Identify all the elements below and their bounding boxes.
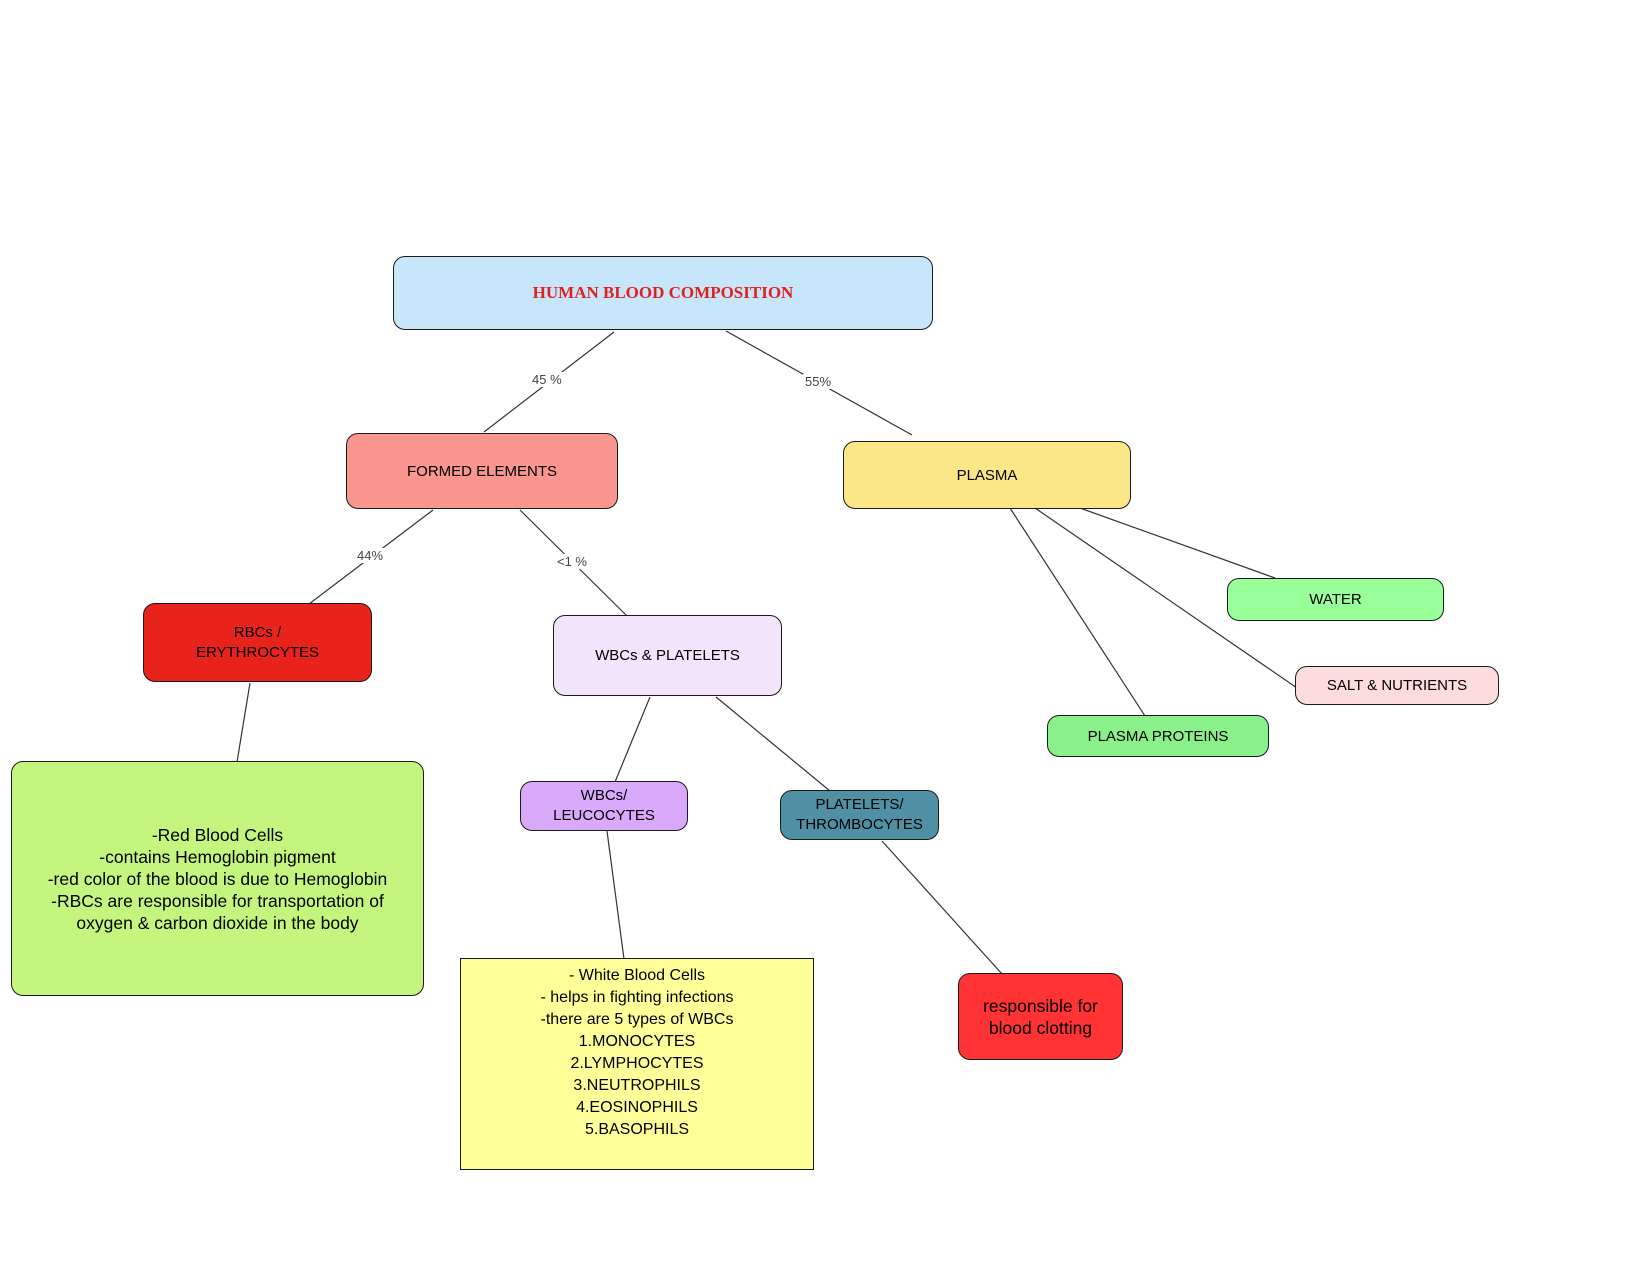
- edge-wbcp-platelets: [715, 696, 831, 792]
- node-formed-elements: FORMED ELEMENTS: [346, 433, 618, 509]
- node-platelets-thrombocytes: PLATELETS/ THROMBOCYTES: [780, 790, 939, 840]
- edge-platelets-clot: [881, 840, 1003, 975]
- node-salt-nutrients: SALT & NUTRIENTS: [1295, 666, 1499, 705]
- edge-label-44: 44%: [355, 548, 386, 563]
- edge-label-55: 55%: [803, 374, 834, 389]
- edge-rbc-desc: [236, 682, 251, 763]
- edge-label-less-1: <1 %: [555, 554, 589, 569]
- node-rbcs: RBCs / ERYTHROCYTES: [143, 603, 372, 682]
- edge-plasma-water: [1079, 507, 1276, 579]
- node-wbcs-leucocytes: WBCs/ LEUCOCYTES: [520, 781, 688, 831]
- node-clotting-description: responsible for blood clotting: [958, 973, 1123, 1060]
- node-plasma-proteins: PLASMA PROTEINS: [1047, 715, 1269, 757]
- node-root: HUMAN BLOOD COMPOSITION: [393, 256, 933, 330]
- edge-plasma-salt: [1034, 507, 1298, 689]
- node-water: WATER: [1227, 578, 1444, 621]
- edge-wbcp-wbc: [614, 696, 651, 783]
- node-rbc-description: -Red Blood Cells -contains Hemoglobin pi…: [11, 761, 424, 996]
- edge-plasma-proteins: [1009, 507, 1146, 717]
- edge-label-45: 45 %: [530, 372, 564, 387]
- edge-wbc-desc: [606, 830, 625, 960]
- node-wbcs-platelets: WBCs & PLATELETS: [553, 615, 782, 696]
- node-plasma: PLASMA: [843, 441, 1131, 509]
- node-wbc-description: - White Blood Cells - helps in fighting …: [460, 958, 814, 1170]
